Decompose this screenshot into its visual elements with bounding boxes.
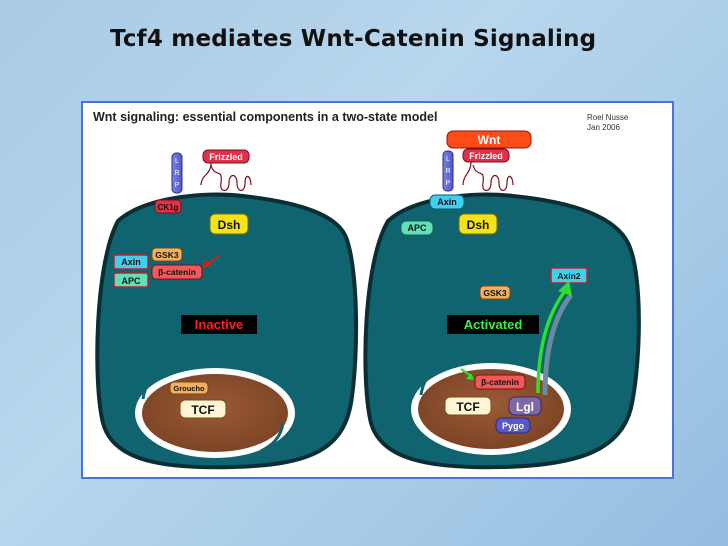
figure-credit-name: Roel Nusse (587, 113, 629, 122)
active-gsk3-label: GSK3 (483, 288, 506, 298)
active-transcription-arrowhead (558, 281, 572, 296)
active-dsh-protein: Dsh (458, 213, 498, 235)
inactive-groucho-label: Groucho (173, 384, 205, 393)
active-pygo-label: Pygo (502, 421, 525, 431)
active-transcription-arrow (536, 289, 567, 394)
inactive-state-label: Inactive (195, 317, 243, 332)
active-lrp-l: L (446, 156, 450, 163)
inactive-apc-label: APC (121, 276, 141, 286)
active-nuclear-entry-arrow (460, 368, 472, 377)
inactive-tcf-label: TCF (191, 403, 214, 417)
inactive-apc-protein: APC (113, 272, 149, 288)
active-apc-protein: APC (400, 220, 434, 236)
active-lgl-protein: Lgl (508, 396, 542, 416)
active-wnt-label: Wnt (478, 133, 501, 147)
slide-title: Tcf4 mediates Wnt-Catenin Signaling (110, 26, 597, 52)
active-axin2-protein: Axin2 (550, 267, 588, 284)
active-lrp-receptor: L R P (442, 150, 454, 192)
active-tcf-label: TCF (456, 400, 479, 414)
inactive-tcf-protein: TCF (179, 399, 227, 419)
inactive-state-badge: Inactive (181, 315, 257, 334)
active-frizzled-label: Frizzled (469, 151, 503, 161)
inactive-dsh-label: Dsh (218, 218, 241, 232)
active-transcription-arrow-shadow (542, 293, 573, 396)
active-lrp-p: P (446, 180, 451, 187)
inactive-dsh-protein: Dsh (209, 213, 249, 235)
inactive-lrp-p: P (175, 182, 180, 189)
wnt-diagram-figure: Wnt signaling: essential components in a… (81, 101, 674, 479)
inactive-gsk3-protein: GSK3 (151, 247, 183, 262)
active-wnt-ligand: Wnt (446, 130, 532, 149)
active-beta-catenin-protein: β-catenin (474, 374, 526, 390)
active-axin-label: Axin (437, 197, 457, 207)
inactive-groucho-protein: Groucho (169, 381, 209, 395)
inactive-frizzled-label: Frizzled (209, 152, 243, 162)
active-pygo-protein: Pygo (495, 417, 531, 434)
inactive-lrp-r: R (174, 170, 179, 177)
active-nuclear-entry-arrowhead (466, 373, 474, 380)
active-dsh-label: Dsh (467, 218, 490, 232)
active-lgl-label: Lgl (516, 400, 534, 414)
inactive-ck1-label: CK1g (158, 203, 179, 212)
inactive-axin-protein: Axin (113, 254, 149, 270)
inactive-beta-catenin-label: β-catenin (158, 267, 196, 277)
active-apc-label: APC (407, 223, 427, 233)
inactive-axin-label: Axin (121, 257, 141, 267)
active-gsk3-protein: GSK3 (479, 285, 511, 300)
active-state-label: Activated (464, 317, 523, 332)
active-state-badge: Activated (447, 315, 539, 334)
inactive-beta-catenin-protein: β-catenin (151, 264, 203, 280)
inactive-lrp-receptor: L R P (171, 152, 183, 194)
inactive-ck1-protein: CK1g (154, 199, 182, 214)
inactive-gsk3-label: GSK3 (155, 250, 178, 260)
inactive-degradation-arrowhead (203, 260, 212, 269)
active-axin2-label: Axin2 (557, 271, 580, 281)
active-lrp-r: R (445, 168, 450, 175)
figure-header: Wnt signaling: essential components in a… (93, 110, 437, 124)
active-axin-protein: Axin (429, 194, 465, 210)
active-beta-catenin-label: β-catenin (481, 377, 519, 387)
figure-credit-date: Jan 2006 (587, 123, 620, 132)
inactive-frizzled-receptor: Frizzled (200, 149, 252, 192)
active-tcf-protein: TCF (444, 396, 492, 416)
inactive-lrp-l: L (175, 158, 179, 165)
active-frizzled-receptor: Frizzled (462, 148, 514, 192)
